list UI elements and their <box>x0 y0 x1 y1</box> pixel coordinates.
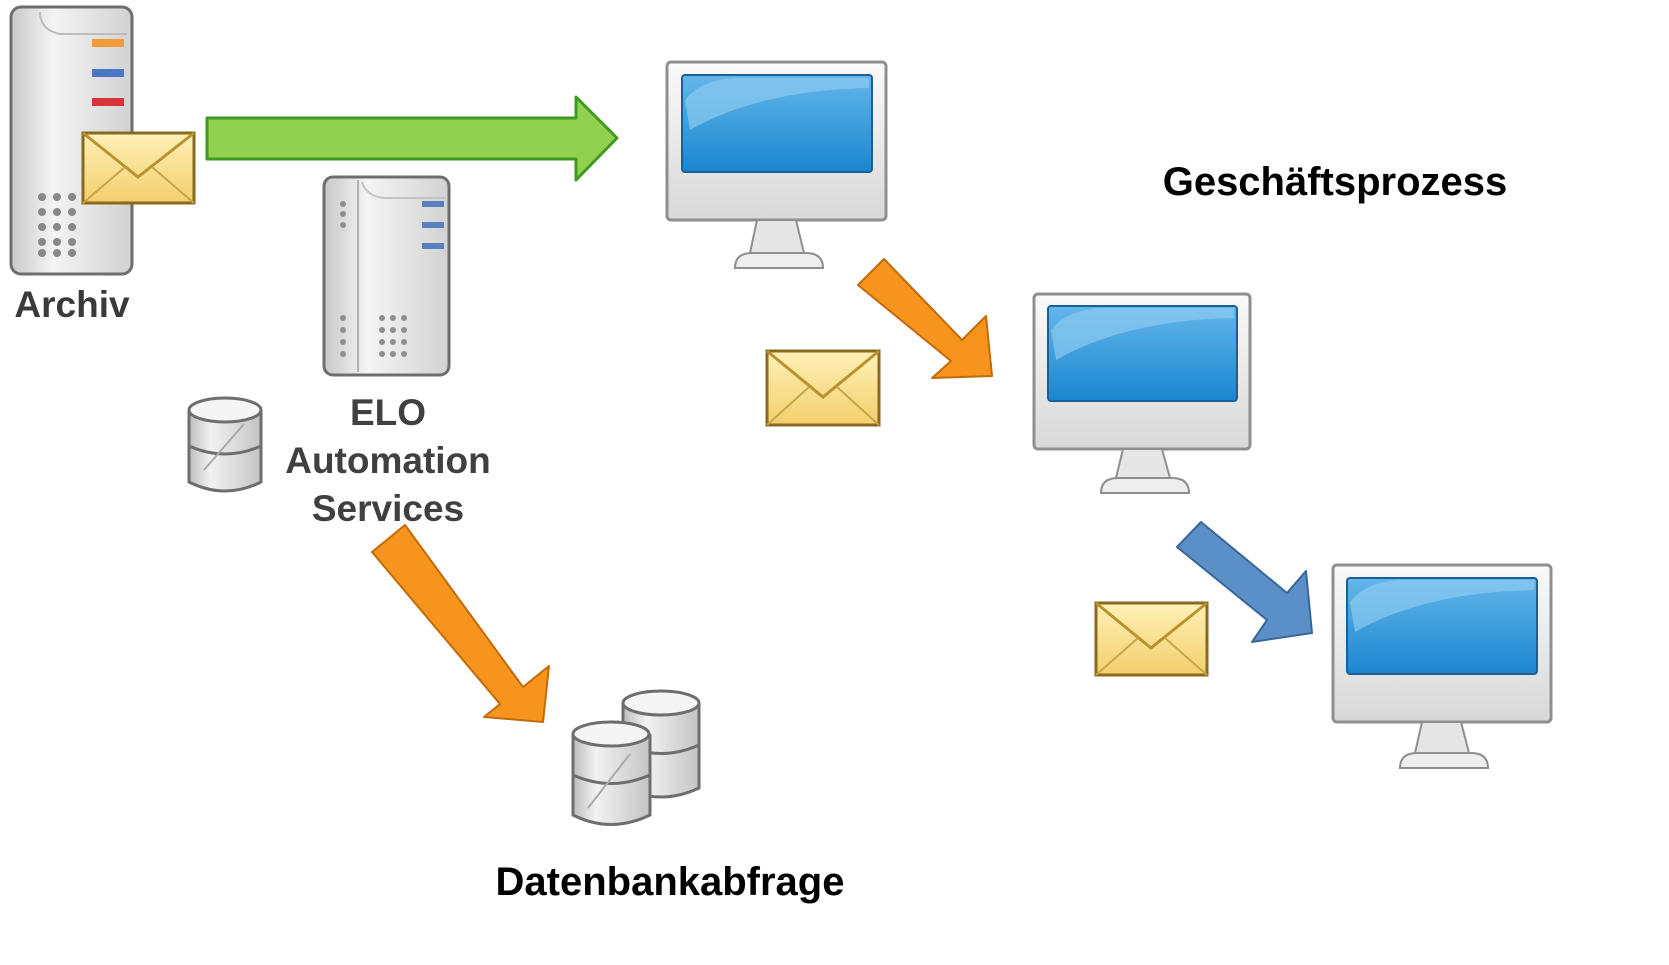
elo-server-icon <box>322 175 451 377</box>
elo-label-line2: Automation <box>285 440 491 481</box>
envelope-icon <box>81 131 196 205</box>
orange-arrow-process <box>857 258 993 379</box>
archiv-label: Archiv <box>14 284 130 325</box>
green-arrow <box>205 95 619 182</box>
envelope-icon <box>765 349 881 427</box>
elo-label-line1: ELO <box>350 392 426 433</box>
monitor-icon <box>1331 563 1553 769</box>
database-icon <box>571 720 652 826</box>
blue-arrow-process <box>1176 521 1313 643</box>
geschaeftsprozess-label: Geschäftsprozess <box>1163 160 1508 204</box>
datenbankabfrage-label: Datenbankabfrage <box>496 860 845 904</box>
monitor-icon <box>1032 292 1252 494</box>
envelope-icon <box>1094 601 1209 677</box>
database-icon <box>187 396 263 493</box>
orange-arrow-database <box>371 524 550 723</box>
monitor-icon <box>665 60 888 269</box>
elo-label-line3: Services <box>312 488 464 529</box>
